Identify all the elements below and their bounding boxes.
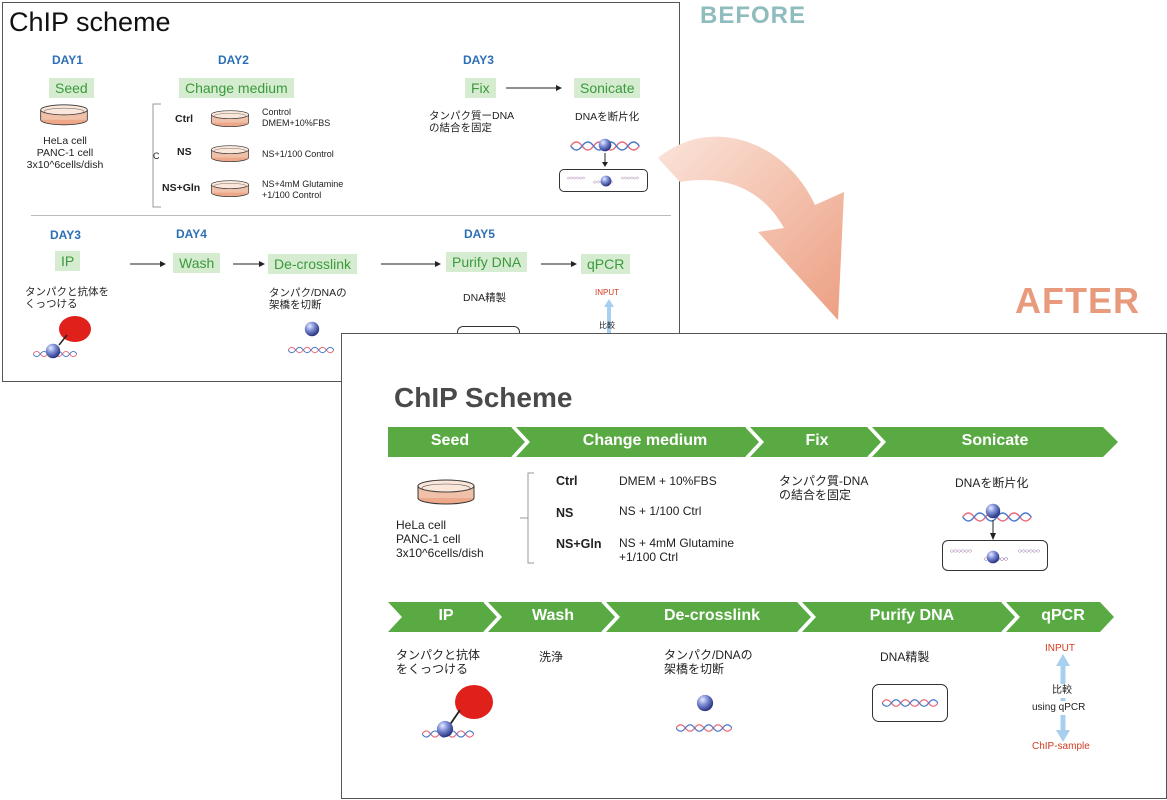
process-bar-row1: [388, 427, 1118, 457]
protein-ball-icon: [436, 720, 454, 738]
condition-name: NS+Gln: [556, 537, 602, 551]
step-fix: Fix: [465, 78, 496, 98]
purify-note: DNA精製: [880, 650, 930, 664]
condition-desc: NS + 4mM Glutamine+1/100 Ctrl: [619, 536, 735, 564]
dna-icon: [288, 343, 334, 357]
condition-desc: NS+4mM Glutamine+1/100 Control: [262, 179, 344, 200]
step-qpcr: qPCR: [581, 254, 631, 274]
fragment-box: [559, 169, 648, 192]
protein-ball-icon: [600, 175, 612, 187]
dish-icon: [209, 143, 251, 163]
step-change-medium: Change medium: [179, 78, 294, 98]
step-ip: IP: [55, 251, 81, 271]
protein-ball-icon: [696, 694, 714, 712]
condition-name: NS: [177, 146, 192, 158]
day-label: DAY1: [52, 53, 83, 67]
antibody-icon: [455, 685, 493, 719]
step-qpcr: qPCR: [1041, 607, 1085, 624]
chip-sample-label: ChIP-sample: [1032, 741, 1090, 752]
sonicate-note: DNAを断片化: [575, 111, 640, 123]
condition-name: Ctrl: [556, 474, 578, 488]
step-sonicate: Sonicate: [574, 78, 641, 98]
step-decrosslink: De-crosslink: [268, 254, 358, 274]
brace-icon: [520, 472, 534, 564]
before-slide: ChIP scheme DAY1 DAY2 DAY3 Seed Change m…: [2, 2, 680, 382]
step-seed: Seed: [430, 432, 470, 449]
step-wash: Wash: [173, 253, 221, 273]
arrow-icon: [506, 85, 562, 91]
decross-note: タンパク/DNAの架橋を切断: [664, 648, 753, 676]
step-purify-dna: Purify DNA: [869, 607, 955, 624]
after-title: ChIP Scheme: [394, 382, 573, 413]
after-slide: ChIP Scheme Seed Change medium Fix Sonic…: [341, 333, 1167, 799]
process-bar-row2: [388, 602, 1114, 632]
before-title: ChIP scheme: [9, 7, 171, 37]
condition-desc: NS+1/100 Control: [262, 149, 334, 159]
protein-ball-icon: [985, 503, 1001, 519]
condition-name: NS: [556, 506, 574, 520]
ip-note: タンパクと抗体をくっつける: [25, 286, 109, 310]
compare-label: 比較: [1052, 684, 1072, 698]
protein-ball-icon: [986, 550, 1000, 564]
condition-desc: NS + 1/100 Ctrl: [619, 504, 702, 518]
dna-icon: [676, 720, 732, 736]
input-label: INPUT: [1045, 643, 1075, 654]
purify-box: [872, 684, 948, 722]
dna-icon: [882, 696, 938, 710]
step-purify-dna: Purify DNA: [446, 252, 528, 272]
arrow-icon: [233, 261, 265, 267]
protein-ball-icon: [598, 138, 612, 152]
divider: [31, 215, 671, 216]
wash-note: 洗浄: [539, 650, 564, 664]
brace-icon: [152, 103, 161, 208]
arrow-icon: [130, 261, 166, 267]
step-ip: IP: [438, 607, 454, 624]
arrow-down-icon: [990, 520, 996, 540]
arrow-icon: [381, 261, 441, 267]
compare-label: 比較: [599, 321, 615, 330]
day-label: DAY5: [464, 227, 495, 241]
step-wash: Wash: [531, 607, 575, 624]
step-sonicate: Sonicate: [961, 432, 1029, 449]
condition-name: NS+Gln: [162, 182, 201, 194]
step-decrosslink: De-crosslink: [663, 607, 761, 624]
step-fix: Fix: [805, 432, 829, 449]
before-label: BEFORE: [700, 2, 807, 29]
day-label: DAY3: [50, 228, 81, 242]
ip-note: タンパクと抗体をくっつける: [396, 648, 481, 676]
after-label: AFTER: [1015, 280, 1140, 321]
protein-ball-icon: [45, 343, 61, 359]
condition-desc: DMEM + 10%FBS: [619, 474, 717, 488]
dish-icon: [416, 476, 476, 506]
arrow-icon: [541, 261, 577, 267]
protein-ball-icon: [304, 321, 320, 337]
dish-icon: [209, 178, 251, 198]
dish-icon: [209, 108, 251, 128]
dish-icon: [39, 101, 89, 127]
using-qpcr-label: using qPCR: [1032, 701, 1086, 715]
step-seed: Seed: [49, 78, 94, 98]
purify-note: DNA精製: [463, 292, 507, 304]
day-label: DAY4: [176, 227, 207, 241]
link-icon: [448, 710, 461, 727]
double-arrow-icon: [1056, 654, 1070, 742]
day-label: DAY3: [463, 53, 494, 67]
fragment-box: [942, 540, 1048, 571]
decross-note: タンパク/DNAの架橋を切断: [269, 287, 347, 311]
transition-arrow-icon: [658, 136, 844, 320]
day-label: DAY2: [218, 53, 249, 67]
condition-name: Ctrl: [175, 113, 194, 125]
arrow-down-icon: [602, 153, 608, 167]
link-icon: [58, 335, 68, 346]
brace-label: C: [153, 151, 160, 161]
input-label: INPUT: [595, 288, 619, 297]
sonicate-note: DNAを断片化: [955, 476, 1029, 490]
step-change-medium: Change medium: [582, 432, 708, 449]
